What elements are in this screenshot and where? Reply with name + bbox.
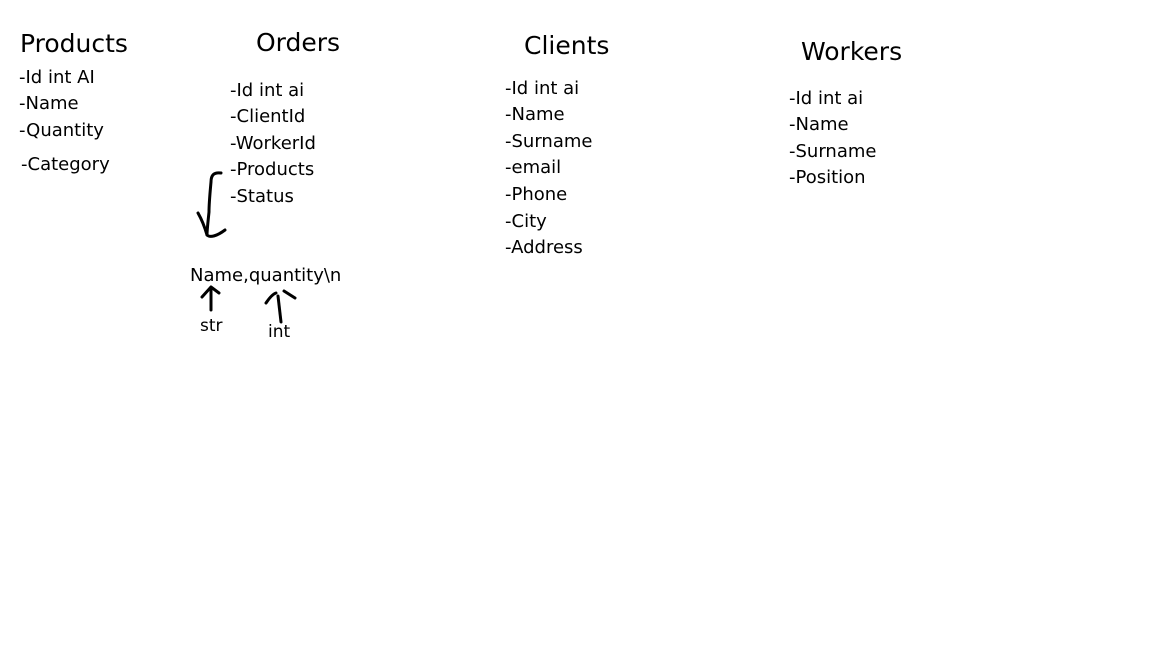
clients-field-surname: -Surname [505, 131, 593, 152]
workers-field-id: -Id int ai [789, 88, 864, 109]
orders-title: Orders [256, 28, 341, 57]
clients-title: Clients [524, 31, 610, 60]
products-title: Products [20, 29, 128, 58]
orders-field-id: -Id int ai [230, 80, 305, 101]
clients-field-email: -email [505, 157, 562, 178]
products-field-name: -Name [19, 93, 79, 114]
workers-field-surname: -Surname [789, 141, 877, 162]
orders-field-clientid: -ClientId [230, 106, 306, 127]
workers-field-name: -Name [789, 114, 849, 135]
quantity-type-label: int [268, 322, 291, 342]
orders-field-status: -Status [230, 186, 294, 207]
quantity-type-arrow [276, 294, 283, 324]
clients-field-phone: -Phone [505, 184, 568, 205]
workers-field-position: -Position [789, 167, 866, 188]
clients-field-address: -Address [505, 237, 583, 258]
name-type-label: str [200, 316, 223, 336]
products-curved-arrow-head [196, 211, 209, 237]
name-type-arrow-head [200, 285, 221, 299]
orders-field-workerid: -WorkerId [230, 133, 316, 154]
quantity-type-arrow-head [264, 291, 278, 305]
products-field-quantity: -Quantity [19, 120, 104, 141]
products-field-id: -Id int AI [19, 67, 95, 88]
products-field-category: -Category [21, 154, 110, 175]
products-format-text: Name,quantity\n [190, 265, 342, 286]
orders-field-products: -Products [230, 159, 315, 180]
clients-field-name: -Name [505, 104, 565, 125]
quantity-type-arrow-tick [282, 289, 297, 300]
workers-title: Workers [801, 37, 903, 66]
clients-field-id: -Id int ai [505, 78, 580, 99]
clients-field-city: -City [505, 211, 547, 232]
products-curved-arrow [205, 171, 227, 238]
